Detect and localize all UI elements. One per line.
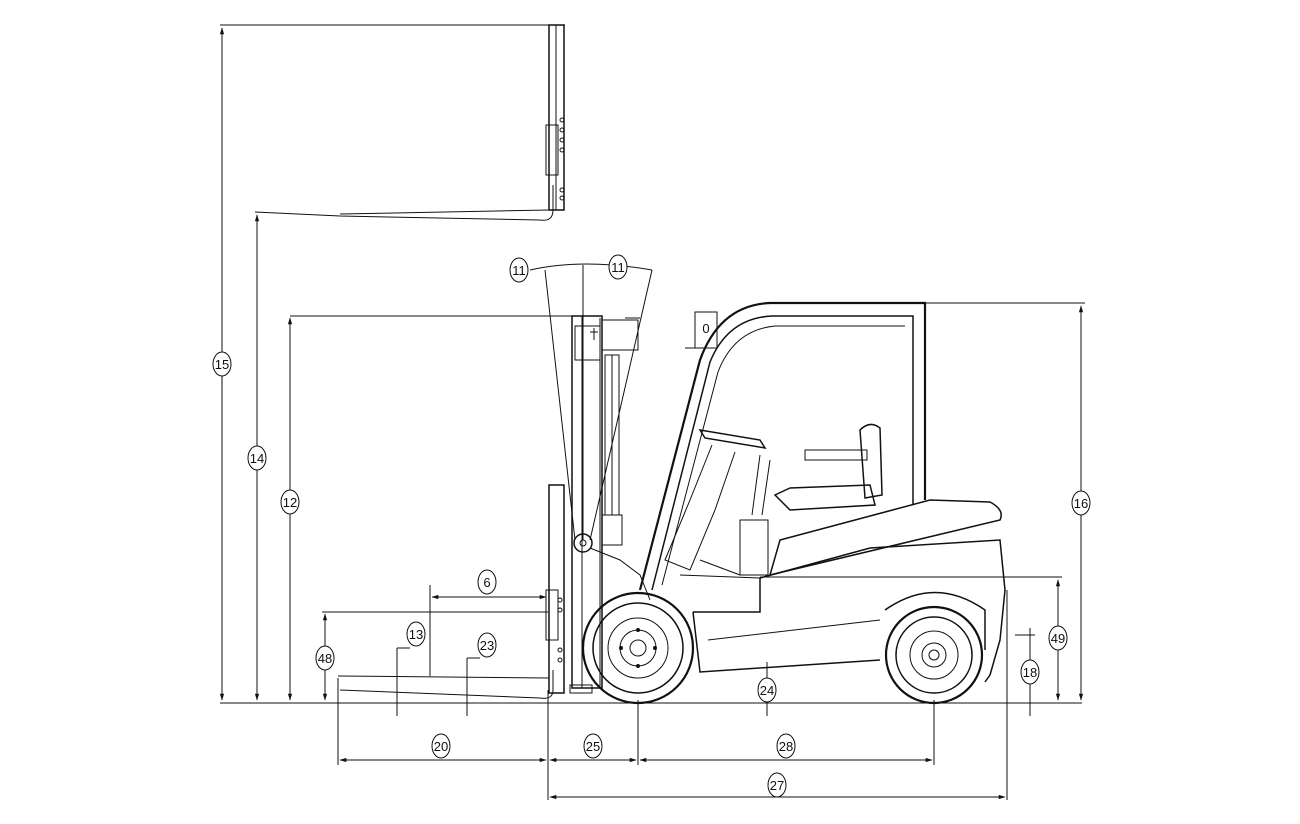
callout-overhead-guard-height: 16 — [1071, 490, 1091, 516]
tilt-angle-lines — [529, 263, 653, 541]
callout-label: 11 — [512, 263, 526, 278]
callout-label: 12 — [283, 495, 297, 510]
callout-label: 28 — [779, 739, 793, 754]
callout-label: 48 — [318, 651, 332, 666]
callout-label: 49 — [1051, 631, 1065, 646]
operator-area — [664, 423, 883, 576]
callout-height-49: 49 — [1048, 625, 1068, 651]
chassis — [679, 499, 1006, 683]
mast — [571, 315, 651, 689]
callout-seat-height-18: 18 — [1020, 659, 1040, 685]
callout-label: 18 — [1023, 665, 1037, 680]
callout-ground-clearance: 24 — [757, 677, 777, 703]
callout-fork-height-48: 48 — [315, 645, 335, 671]
callout-lift-height: 12 — [280, 489, 300, 515]
cab-mark-label: 0 — [702, 321, 709, 336]
lowered-carriage — [337, 484, 593, 699]
callout-free-lift-height: 14 — [247, 445, 267, 471]
callout-label: 15 — [215, 357, 229, 372]
callout-label: 13 — [409, 627, 423, 642]
callout-load-center: 6 — [477, 569, 497, 595]
dimension-lines — [219, 27, 1085, 800]
callout-label: 25 — [586, 739, 600, 754]
callout-label: 24 — [760, 683, 774, 698]
callout-label: 11 — [611, 260, 625, 275]
callout-fork-length-20: 20 — [431, 733, 451, 759]
callout-mast-tilt-backward: 11 — [608, 254, 628, 280]
callout-front-overhang: 25 — [583, 733, 603, 759]
callout-fork-thickness: 23 — [477, 632, 497, 658]
callout-label: 20 — [434, 739, 448, 754]
raised-carriage — [220, 24, 565, 221]
callout-fork-dimension-13: 13 — [406, 621, 426, 647]
callout-wheelbase: 28 — [776, 733, 796, 759]
callout-label: 16 — [1074, 496, 1088, 511]
callout-label: 23 — [480, 638, 494, 653]
rear-wheel — [884, 605, 984, 705]
overhead-guard — [638, 301, 927, 591]
callout-label: 6 — [483, 575, 490, 590]
callout-overall-length: 27 — [767, 772, 787, 798]
callout-extended-mast-height: 15 — [212, 351, 232, 377]
callout-label: 14 — [250, 451, 264, 466]
callout-mast-tilt-forward: 11 — [509, 257, 529, 283]
cab-mark: 0 — [702, 321, 709, 336]
callout-label: 27 — [770, 778, 784, 793]
